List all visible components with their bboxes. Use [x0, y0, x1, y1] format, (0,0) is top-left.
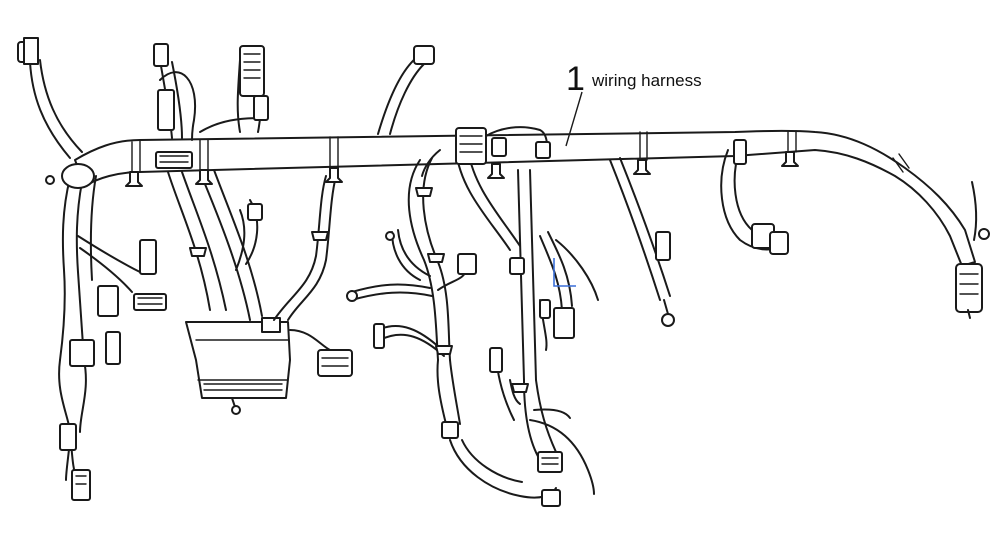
upper-center-lead [377, 45, 435, 135]
ground-strap [609, 157, 675, 327]
connector-left-block [133, 293, 167, 311]
connector-upper-left [153, 43, 169, 67]
connector-bottom-center [537, 451, 563, 473]
center-right-drop [489, 169, 599, 507]
center-branch [346, 149, 557, 499]
connector-upper-center [413, 45, 435, 65]
left-down-bundle [58, 175, 167, 501]
connector-upper-block [239, 45, 265, 97]
fuse-box [185, 321, 291, 399]
connector-fuse-right [317, 349, 353, 377]
upper-left-branch [153, 43, 269, 169]
callout-number: 1 [566, 60, 585, 98]
connector-center-right [553, 307, 575, 339]
center-junction [455, 126, 551, 165]
trunk-bands [131, 130, 910, 173]
connector-center-small [457, 253, 477, 275]
left-top-branch [17, 37, 83, 159]
connector-trunk-left [155, 151, 193, 169]
connector-left-mid [69, 339, 95, 367]
callout-leader-line [565, 91, 583, 147]
right-end [955, 181, 990, 319]
connector-left-small [139, 239, 157, 275]
connector-left-bottom [71, 469, 91, 501]
fuse-box-branch [167, 169, 353, 415]
position-marker [553, 258, 576, 287]
junction-connector [455, 127, 487, 165]
right-loop-branch [720, 139, 789, 255]
left-grommet [45, 163, 95, 189]
connector-right-end [955, 263, 983, 313]
main-trunk [74, 129, 976, 267]
trunk-clips [125, 151, 799, 393]
callout-label: wiring harness [592, 71, 702, 90]
